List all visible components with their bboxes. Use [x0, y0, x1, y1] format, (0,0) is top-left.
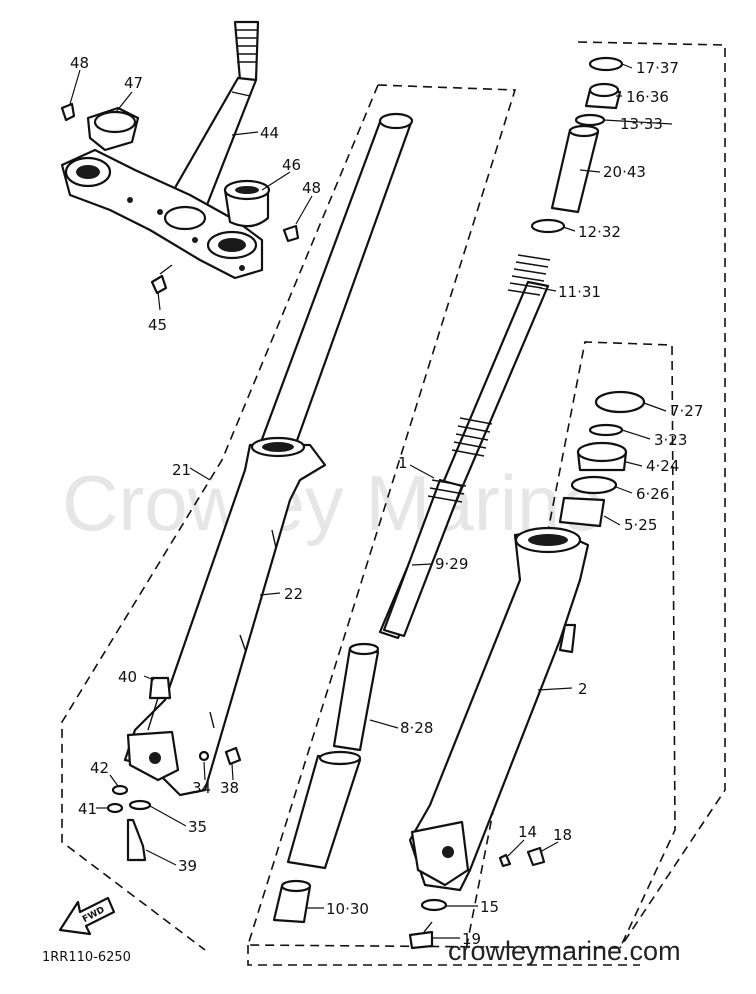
label-45: 45 — [148, 316, 167, 334]
label-48b: 48 — [302, 179, 321, 197]
label-13: 13·33 — [620, 115, 663, 133]
forward-arrow-icon: FWD — [58, 896, 116, 936]
label-8: 8·28 — [400, 719, 433, 737]
lower-hardware — [106, 676, 546, 950]
right-outer-tube — [408, 526, 590, 892]
leader-lines — [69, 63, 673, 939]
label-7: 7·27 — [670, 402, 703, 420]
label-5: 5·25 — [624, 516, 657, 534]
label-11: 11·31 — [558, 283, 601, 301]
label-1: 1 — [398, 454, 408, 472]
label-41: 41 — [78, 800, 97, 818]
label-14: 14 — [518, 823, 537, 841]
label-48a: 48 — [70, 54, 89, 72]
fork-spring-upper — [507, 254, 551, 296]
label-44: 44 — [260, 124, 279, 142]
watermark: Crowley Marine — [62, 459, 604, 547]
under-bracket — [60, 148, 264, 280]
label-15: 15 — [480, 898, 499, 916]
label-34: 34 — [192, 779, 211, 797]
label-16: 16·36 — [626, 88, 669, 106]
label-2: 2 — [578, 680, 588, 698]
label-42: 42 — [90, 759, 109, 777]
inner-left-boundary — [61, 84, 379, 951]
site-url: crowleymarine.com — [448, 936, 681, 966]
label-6: 6·26 — [636, 485, 669, 503]
label-39: 39 — [178, 857, 197, 875]
label-4: 4·24 — [646, 457, 679, 475]
cap-bolt-set — [530, 56, 624, 234]
label-17: 17·37 — [636, 59, 679, 77]
damper-rod — [272, 642, 380, 924]
label-12: 12·32 — [578, 223, 621, 241]
spacer-tube — [550, 124, 600, 214]
label-3: 3·23 — [654, 431, 687, 449]
label-20: 20·43 — [603, 163, 646, 181]
fork-spring-lower — [427, 417, 493, 503]
seal-stack — [558, 390, 646, 528]
label-38: 38 — [220, 779, 239, 797]
label-19: 19 — [462, 930, 481, 948]
lower-right-boundary — [247, 945, 640, 966]
bolts-top — [60, 102, 300, 295]
label-40: 40 — [118, 668, 137, 686]
left-assembly-boundary — [246, 84, 676, 956]
diagram-code: 1RR110-6250 — [42, 950, 131, 965]
label-22: 22 — [284, 585, 303, 603]
inner-tube — [378, 280, 550, 640]
label-47: 47 — [124, 74, 143, 92]
label-35: 35 — [188, 818, 207, 836]
bearing-collar — [223, 179, 271, 228]
label-9: 9·29 — [435, 555, 468, 573]
label-46: 46 — [282, 156, 301, 174]
stem-cap — [86, 106, 140, 152]
label-21: 21 — [172, 461, 191, 479]
left-outer-tube — [123, 112, 414, 797]
label-18: 18 — [553, 826, 572, 844]
label-10: 10·30 — [326, 900, 369, 918]
